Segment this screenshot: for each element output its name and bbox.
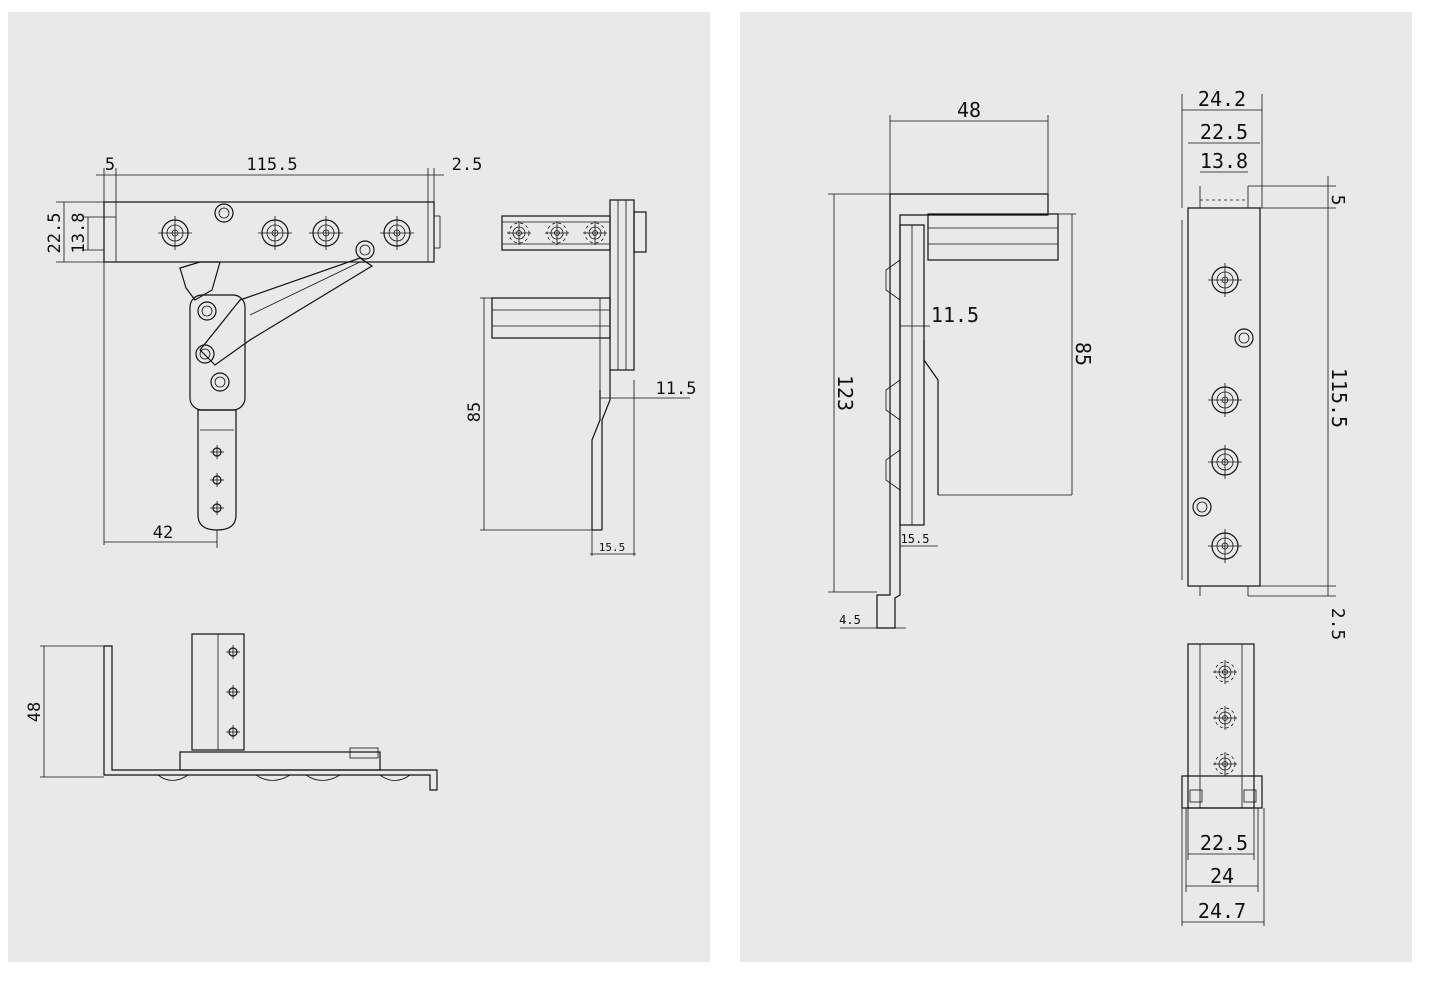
dim-label: 85 [465,402,485,422]
mounting-hole [1207,444,1243,480]
left-bottom-view: 48 [25,633,438,791]
dim-label: 24.2 [1198,87,1246,111]
dim-label: 2.5 [452,155,483,175]
hole [225,644,241,660]
hole [582,220,608,246]
dim-label: 5 [1327,195,1348,206]
dim-label: 48 [25,702,45,722]
pivot-pin [195,344,215,364]
dim-label: 5 [105,155,115,175]
left-side-view: 85 11.5 15.5 [465,199,697,556]
hole [506,220,532,246]
dim-label: 2.5 [1327,608,1348,641]
dim-label: 22.5 [45,213,65,254]
hole [1212,751,1238,777]
hole [1212,705,1238,731]
dim-label: 115.5 [1327,368,1351,428]
dim-label: 22.5 [1200,120,1248,144]
dim-label: 24 [1210,864,1234,888]
rivet [1234,328,1254,348]
dim-label: 42 [153,523,173,543]
rivet [214,203,234,223]
right-front-view: 24.2 22.5 13.8 5 115.5 2.5 [1181,87,1351,641]
dim-label: 123 [833,375,857,411]
mounting-hole [308,215,344,251]
dim-label: 13.8 [1200,149,1248,173]
dim-label: 115.5 [246,155,297,175]
hole [544,220,570,246]
tongue-hole [209,500,225,516]
hole [225,724,241,740]
dim-label: 15.5 [901,532,930,546]
right-drawing-panel [740,12,1412,962]
mounting-hole [379,215,415,251]
hole [225,684,241,700]
dim-label: 24.7 [1198,899,1246,923]
dim-label: 11.5 [931,303,979,327]
hole [1212,659,1238,685]
right-end-view: 22.5 24 24.7 [1181,643,1265,926]
rivet [355,240,375,260]
tongue-hole [209,444,225,460]
mounting-hole [1207,262,1243,298]
mounting-hole [1207,528,1243,564]
left-drawing-panel [8,12,710,962]
right-side-view: 48 85 11.5 123 15.5 4.5 [828,98,1095,629]
pivot-pin [210,372,230,392]
dim-label: 4.5 [839,613,861,627]
pivot-pin [197,301,217,321]
dim-label: 22.5 [1200,831,1248,855]
mounting-hole [157,215,193,251]
mounting-hole [257,215,293,251]
dim-label: 13.8 [69,213,89,254]
rivet [1192,497,1212,517]
tongue-hole [209,472,225,488]
dim-label: 11.5 [656,379,697,399]
dim-label: 48 [957,98,981,122]
dim-label: 15.5 [599,541,626,554]
left-front-view: 5 115.5 2.5 22.5 13.8 42 [45,155,482,548]
dim-label: 85 [1071,342,1095,366]
mounting-hole [1207,382,1243,418]
